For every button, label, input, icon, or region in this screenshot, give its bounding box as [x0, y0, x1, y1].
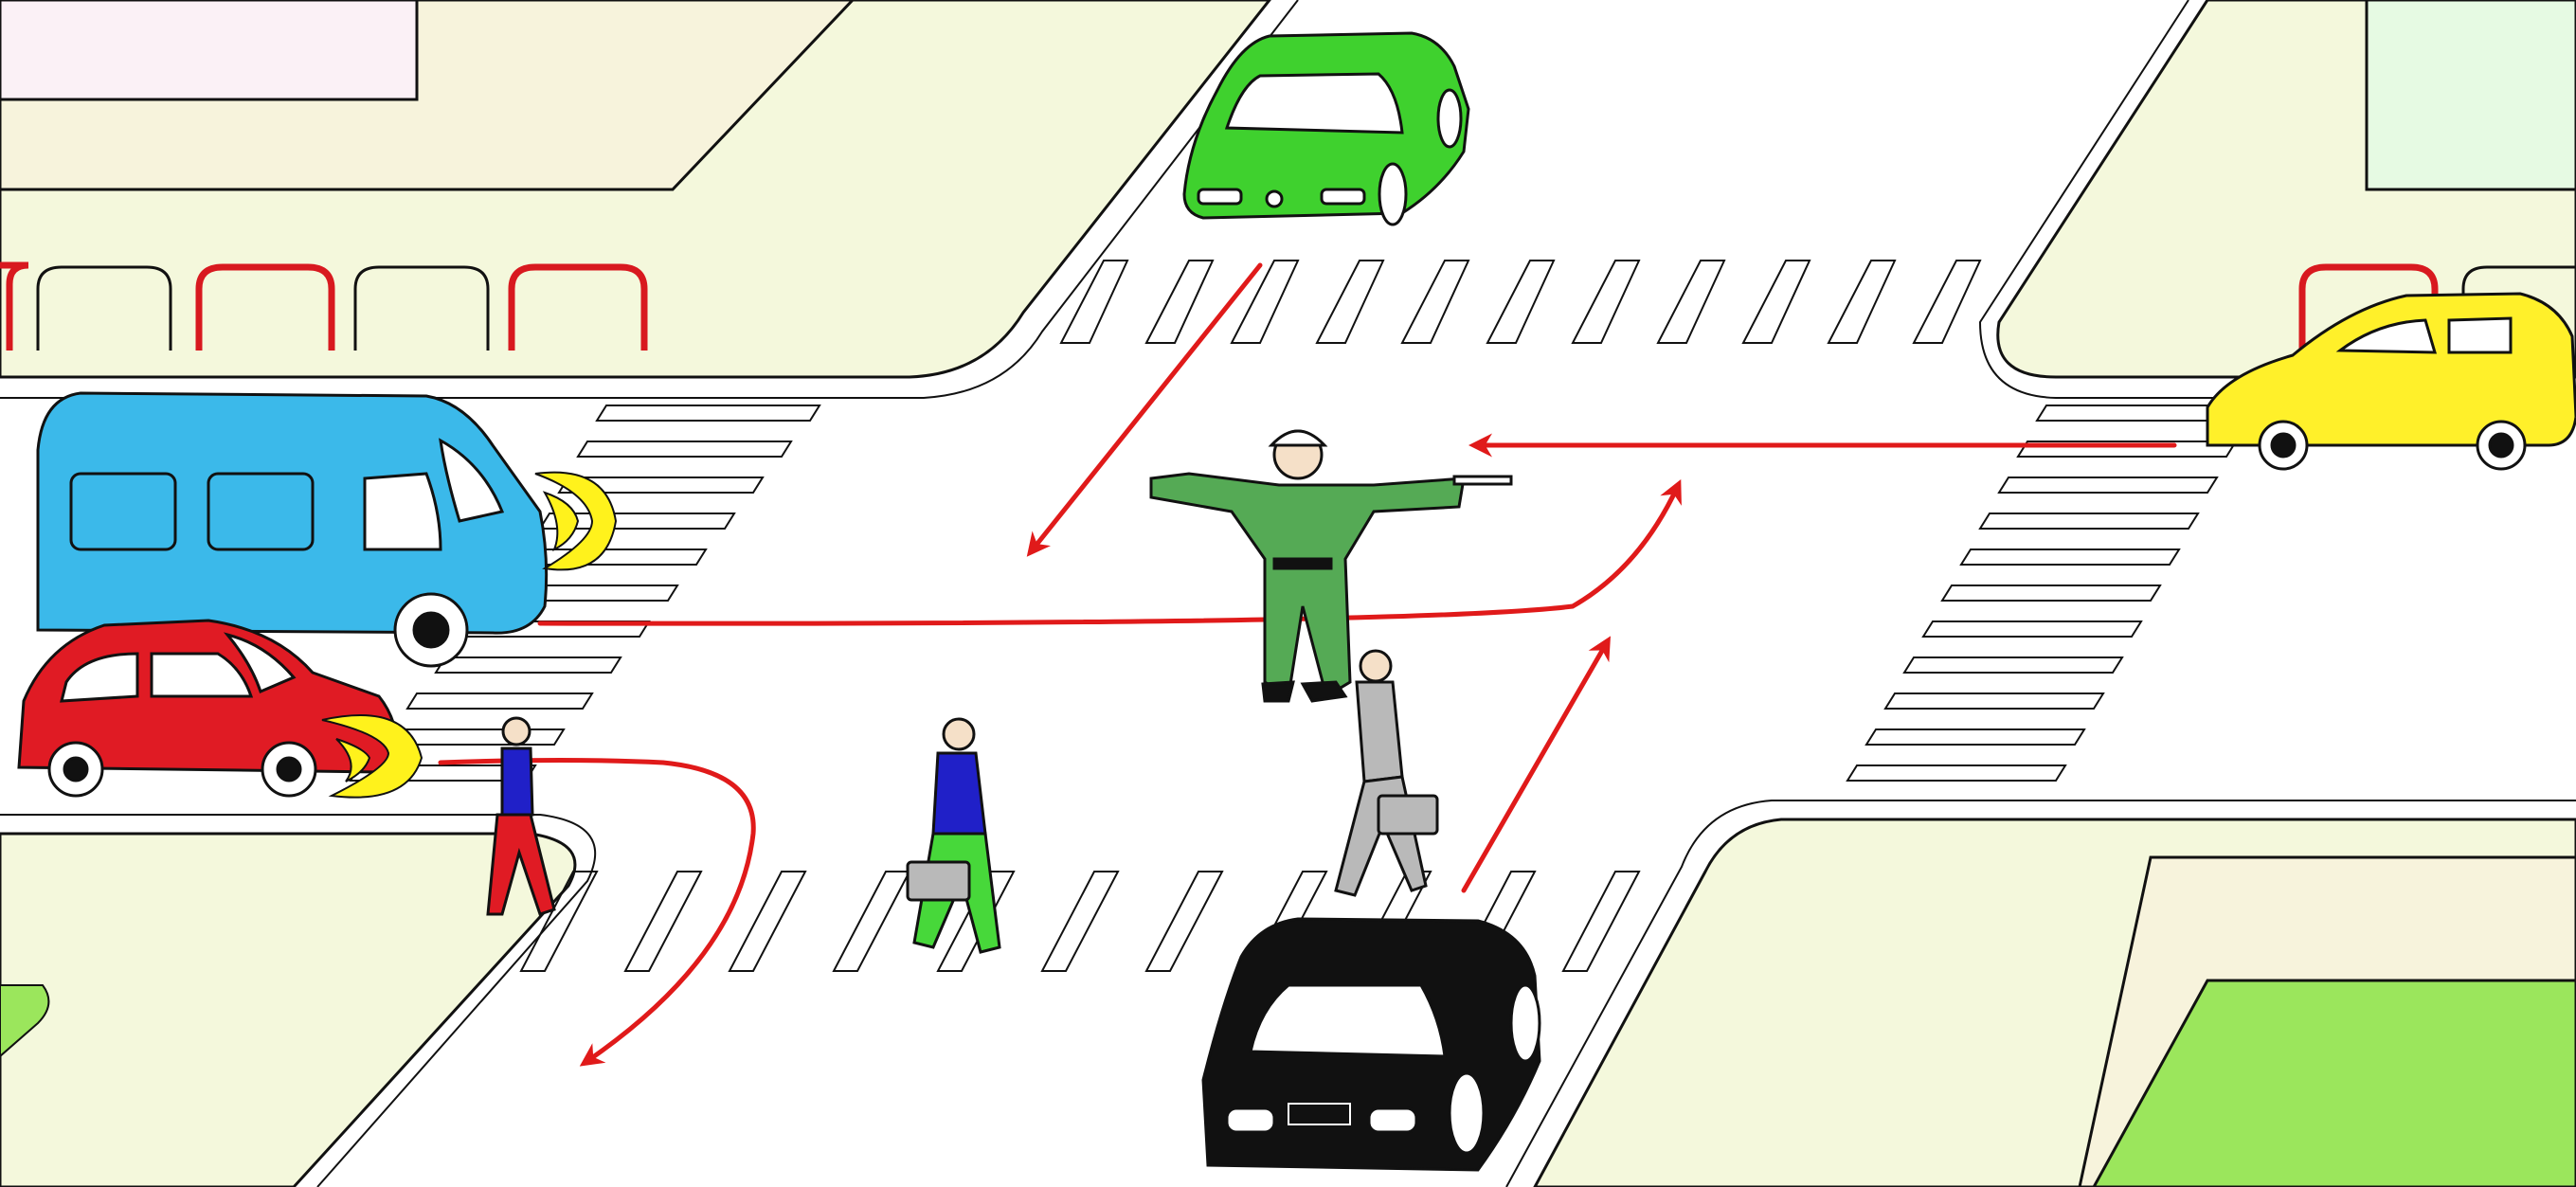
yellow-car — [2206, 292, 2576, 471]
traffic-officer-icon — [1149, 429, 1513, 703]
barrier-rail-top-left — [0, 261, 648, 351]
pedestrian-icon — [906, 717, 1001, 954]
green-car — [1182, 31, 1470, 226]
horn-sound-icon — [321, 471, 618, 799]
direction-arrow-icon — [1026, 262, 1263, 557]
curb-line — [1978, 0, 2576, 399]
direction-arrows — [438, 262, 2177, 1067]
direction-arrow-icon — [1461, 636, 1611, 893]
curb-line — [0, 0, 1299, 399]
sidewalk-bottom-left — [0, 832, 577, 1187]
direction-arrow-icon — [537, 478, 1682, 626]
building-window-pink — [0, 0, 419, 101]
blue-van — [36, 391, 549, 668]
lawn-bottom-left — [0, 984, 50, 1058]
lawn-bottom-right — [2092, 979, 2576, 1187]
red-car — [17, 619, 400, 798]
curb-line — [0, 814, 597, 1187]
building-top-right — [2365, 0, 2576, 191]
barrier-rail-top-right — [2298, 263, 2576, 351]
direction-arrow-icon — [438, 758, 756, 1067]
curb-line — [1505, 800, 2576, 1187]
pedestrian-icon — [1334, 649, 1439, 897]
pedestrian-icon — [486, 716, 556, 916]
black-car — [1201, 917, 1541, 1172]
crosswalk-top — [1059, 260, 1982, 344]
